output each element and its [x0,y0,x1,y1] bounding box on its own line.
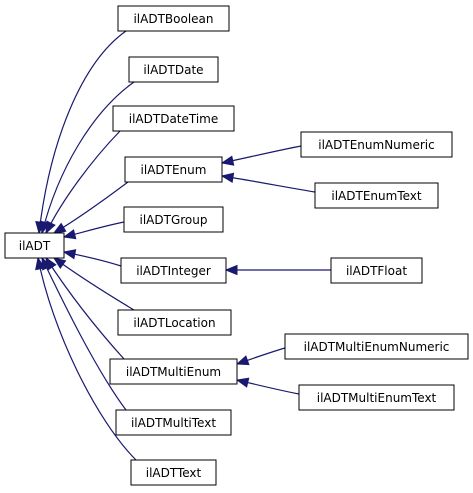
node-datetime-label: ilADTDateTime [129,112,219,126]
node-boolean-label: ilADTBoolean [133,12,213,26]
node-group[interactable]: ilADTGroup [123,206,224,233]
arrowhead-group-to-iladt [62,229,77,240]
node-iladt-label: ilADT [19,239,51,253]
node-text-label: ilADTText [146,466,202,480]
node-float[interactable]: ilADTFloat [330,257,423,284]
node-group-label: ilADTGroup [140,213,208,227]
arrowhead-enum-to-iladt [52,222,67,234]
node-enum-label: ilADTEnum [141,163,207,177]
node-multienumtext-label: ilADTMultiEnumText [317,391,437,405]
node-iladt[interactable]: ilADT [4,232,65,259]
node-enumtext[interactable]: ilADTEnumText [314,182,439,209]
node-multitext[interactable]: ilADTMultiText [115,409,232,436]
edges-layer [35,30,331,461]
node-float-label: ilADTFloat [346,264,407,278]
node-multienum[interactable]: ilADTMultiEnum [109,358,238,385]
arrowhead-enumtext-to-enum [220,172,235,183]
arrowhead-float-to-integer [224,264,238,276]
arrowhead-location-to-iladt [52,257,67,269]
node-multienum-label: ilADTMultiEnum [126,365,221,379]
edge-enum-to-iladt [53,181,129,234]
arrowhead-multienumnumeric-to-multienum [235,355,250,366]
edge-text-to-iladt [37,257,137,461]
node-date[interactable]: ilADTDate [128,56,219,83]
node-enumnumeric-label: ilADTEnumNumeric [318,138,434,152]
edge-boolean-to-iladt [38,30,127,234]
arrowhead-multienumtext-to-multienum [235,377,250,388]
arrowhead-enumnumeric-to-enum [220,155,235,166]
edge-enumtext-to-enum [221,175,316,193]
edge-multienum-to-iladt [45,257,125,360]
arrowhead-integer-to-iladt [62,249,77,260]
node-multienumtext[interactable]: ilADTMultiEnumText [298,384,455,411]
arrowhead-datetime-to-iladt [45,220,56,235]
arrowhead-text-to-iladt [35,256,46,271]
edge-multitext-to-iladt [41,257,127,411]
node-enum[interactable]: ilADTEnum [124,156,223,183]
edge-datetime-to-iladt [45,130,121,234]
edge-date-to-iladt [41,81,135,234]
node-date-label: ilADTDate [143,63,203,77]
node-datetime[interactable]: ilADTDateTime [112,105,235,132]
node-multienumnumeric-label: ilADTMultiEnumNumeric [304,340,450,354]
node-integer-label: ilADTInteger [136,264,211,278]
node-multitext-label: ilADTMultiText [131,416,216,430]
node-integer[interactable]: ilADTInteger [120,257,227,284]
node-boolean[interactable]: ilADTBoolean [117,5,230,32]
node-enumtext-label: ilADTEnumText [331,189,421,203]
node-multienumnumeric[interactable]: ilADTMultiEnumNumeric [284,333,469,360]
edge-enumnumeric-to-enum [221,145,302,164]
node-location[interactable]: ilADTLocation [117,309,232,336]
node-enumnumeric[interactable]: ilADTEnumNumeric [300,131,453,158]
node-location-label: ilADTLocation [133,316,215,330]
node-text[interactable]: ilADTText [130,459,217,486]
